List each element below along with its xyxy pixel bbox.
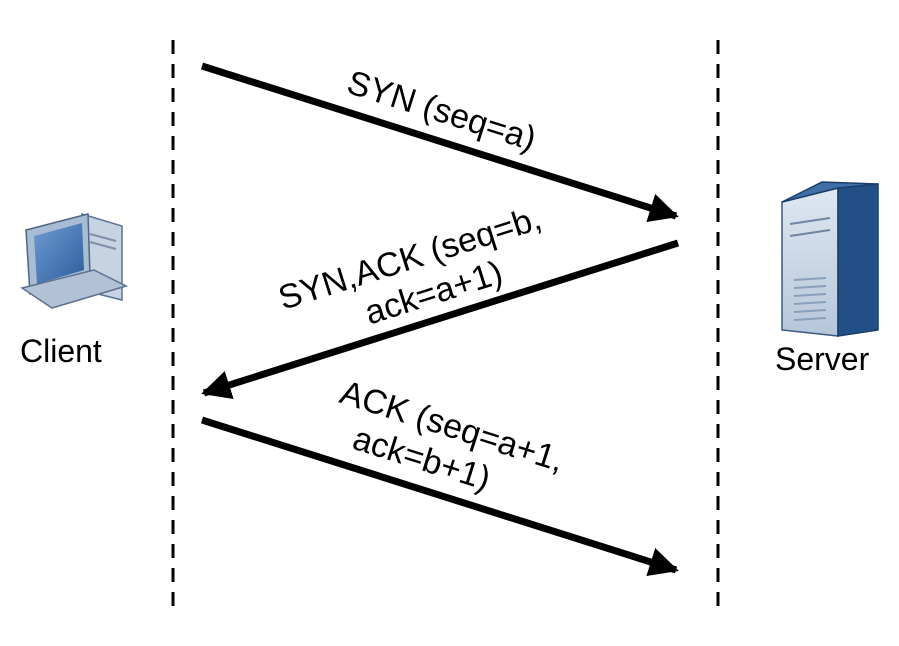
ack-arrow <box>200 416 679 577</box>
desktop-computer-icon <box>20 212 129 309</box>
tower-server-icon <box>781 181 879 337</box>
server-label: Server <box>775 341 870 377</box>
client-label: Client <box>20 333 102 369</box>
syn-ack-label: SYN,ACK (seq=b, ack=a+1) <box>274 196 567 355</box>
syn-arrow <box>200 62 679 223</box>
syn-ack-arrow <box>201 239 680 400</box>
